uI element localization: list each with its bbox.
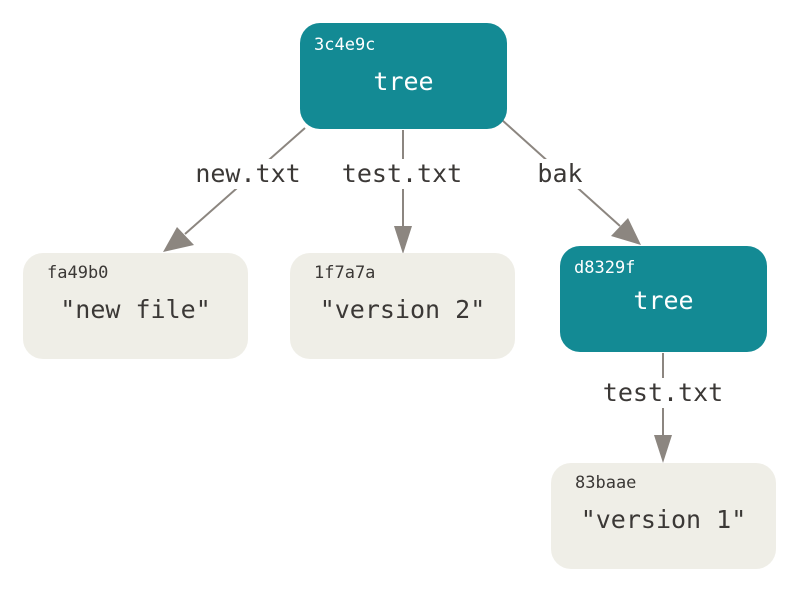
blob-node-version-2: 1f7a7a "version 2"	[290, 253, 515, 359]
node-hash: 83baae	[575, 473, 637, 493]
edge-label-bak: bak	[534, 159, 586, 189]
arrowhead-icon	[394, 226, 412, 254]
node-hash: d8329f	[574, 258, 636, 278]
edge-label-test-txt: test.txt	[338, 159, 466, 189]
blob-node-new-file: fa49b0 "new file"	[23, 253, 248, 359]
node-hash: 3c4e9c	[314, 35, 376, 55]
tree-node-root: 3c4e9c tree	[300, 23, 507, 129]
node-type-label: tree	[633, 286, 694, 315]
blob-content: "version 2"	[319, 295, 486, 324]
edge-label-new-txt: new.txt	[192, 159, 304, 189]
arrowhead-icon	[611, 218, 641, 245]
arrowhead-icon	[163, 227, 194, 252]
arrowhead-icon	[654, 435, 672, 463]
node-type-label: tree	[373, 67, 434, 96]
edge-root-to-version2	[394, 130, 412, 254]
edge-bak-to-version1	[654, 353, 672, 463]
blob-node-version-1: 83baae "version 1"	[551, 463, 776, 569]
node-hash: 1f7a7a	[314, 263, 376, 283]
blob-content: "version 1"	[580, 505, 747, 534]
edge-label-test-txt-bak: test.txt	[599, 378, 727, 408]
node-hash: fa49b0	[47, 263, 109, 283]
blob-content: "new file"	[60, 295, 211, 324]
tree-node-bak: d8329f tree	[560, 246, 767, 352]
edge-root-to-new-file	[163, 127, 306, 252]
